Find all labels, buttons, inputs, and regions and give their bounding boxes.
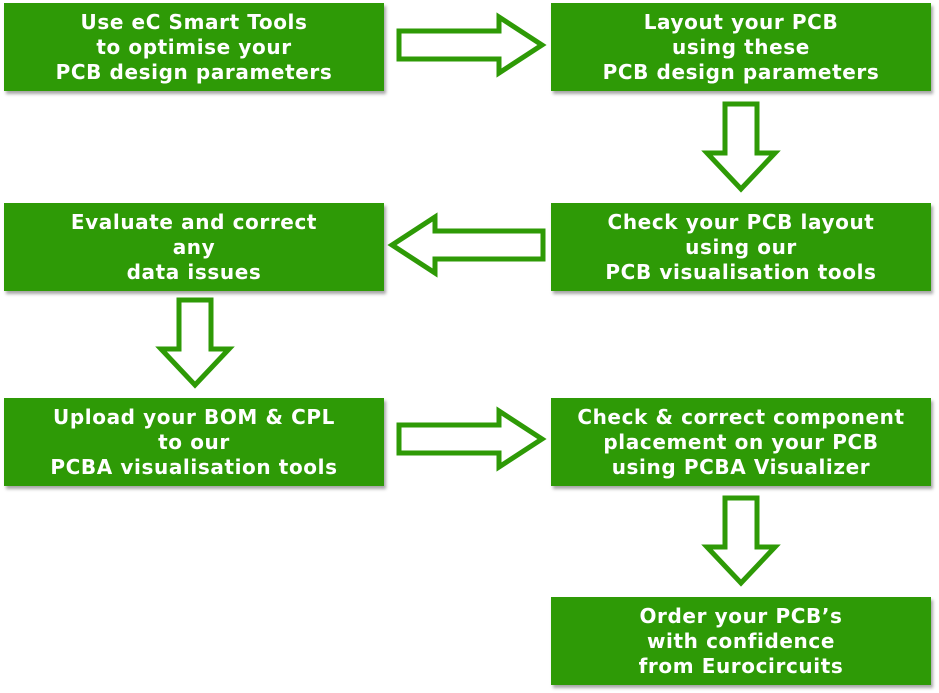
arrow-left-icon <box>387 212 546 278</box>
step-1-line-3: PCB design parameters <box>55 59 333 84</box>
step-4-line-1: Evaluate and correct <box>70 209 318 234</box>
step-3-line-3: PCB visualisation tools <box>605 259 877 284</box>
step-7-line-3: from Eurocircuits <box>638 653 844 678</box>
arrow-down-icon <box>701 101 781 193</box>
step-3-box: Check your PCB layout using our PCB visu… <box>551 203 931 291</box>
step-3-line-1: Check your PCB layout <box>607 209 875 234</box>
step-2-line-2: using these <box>672 34 810 59</box>
step-6-line-1: Check & correct component <box>577 404 905 429</box>
step-6-box: Check & correct component placement on y… <box>551 398 931 486</box>
step-7-box: Order your PCB’s with confidence from Eu… <box>551 597 931 685</box>
step-7-line-2: with confidence <box>646 628 836 653</box>
step-4-box: Evaluate and correct any data issues <box>4 203 384 291</box>
step-2-box: Layout your PCB using these PCB design p… <box>551 3 931 91</box>
step-5-line-3: PCBA visualisation tools <box>50 454 338 479</box>
arrow-right-icon <box>396 12 547 78</box>
step-6-line-2: placement on your PCB <box>603 429 879 454</box>
step-4-line-2: any <box>172 234 216 259</box>
step-2-line-3: PCB design parameters <box>602 59 880 84</box>
arrow-right-icon <box>396 406 547 472</box>
step-7-line-1: Order your PCB’s <box>639 603 843 628</box>
step-5-line-2: to our <box>158 429 230 454</box>
step-5-box: Upload your BOM & CPL to our PCBA visual… <box>4 398 384 486</box>
arrow-down-icon <box>701 495 781 587</box>
step-5-line-1: Upload your BOM & CPL <box>53 404 335 429</box>
step-1-line-2: to optimise your <box>96 34 292 59</box>
step-3-line-2: using our <box>685 234 797 259</box>
step-2-line-1: Layout your PCB <box>643 9 839 34</box>
step-1-line-1: Use eC Smart Tools <box>80 9 308 34</box>
arrow-down-icon <box>155 297 235 389</box>
step-6-line-3: using PCBA Visualizer <box>611 454 871 479</box>
step-1-box: Use eC Smart Tools to optimise your PCB … <box>4 3 384 91</box>
step-4-line-3: data issues <box>126 259 262 284</box>
